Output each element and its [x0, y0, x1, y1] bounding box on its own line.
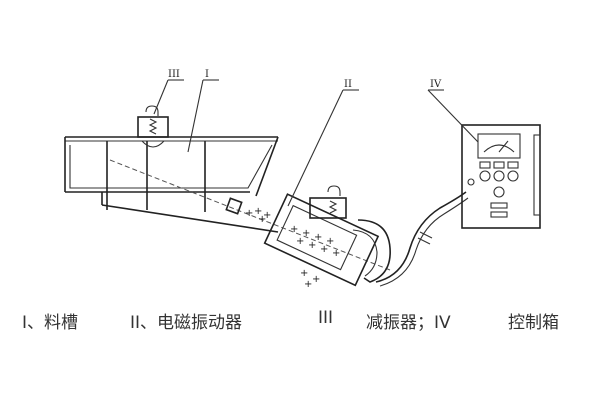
label-trough: I [205, 69, 209, 80]
caption-item-control-box: 控制箱 [508, 313, 559, 333]
caption-item-vibrator: II、电磁振动器 [130, 313, 243, 333]
svg-text:+: + [296, 236, 304, 247]
svg-text:+: + [332, 248, 340, 259]
trough [64, 136, 391, 271]
callouts: III I II IV [153, 69, 479, 207]
figure-caption: I、料槽 II、电磁振动器 III 减振器；IV 控制箱 [22, 308, 582, 334]
caption-item-damper-and-numeral: 减振器；IV [366, 313, 451, 333]
cable [375, 191, 469, 287]
svg-text:+: + [320, 244, 328, 255]
svg-text:+: + [254, 206, 262, 217]
caption-item-damper-numeral: III [318, 308, 334, 328]
svg-text:+: + [245, 208, 253, 219]
svg-text:+: + [312, 274, 320, 285]
damper-on-trough [137, 105, 169, 148]
svg-text:+: + [263, 210, 271, 221]
label-vibrator: II [344, 79, 352, 90]
svg-text:+: + [304, 279, 312, 290]
svg-text:+: + [326, 236, 334, 247]
svg-text:+: + [258, 214, 266, 225]
caption-item-trough: I、料槽 [22, 313, 79, 333]
svg-text:+: + [314, 232, 322, 243]
svg-text:+: + [300, 268, 308, 279]
electromagnetic-vibrator: + + + + + + + + + + + + + + + [225, 185, 391, 290]
label-control-box: IV [430, 79, 442, 90]
control-box [461, 124, 541, 229]
svg-text:+: + [290, 224, 298, 235]
svg-text:+: + [308, 240, 316, 251]
label-damper: III [168, 69, 180, 80]
svg-text:+: + [302, 228, 310, 239]
